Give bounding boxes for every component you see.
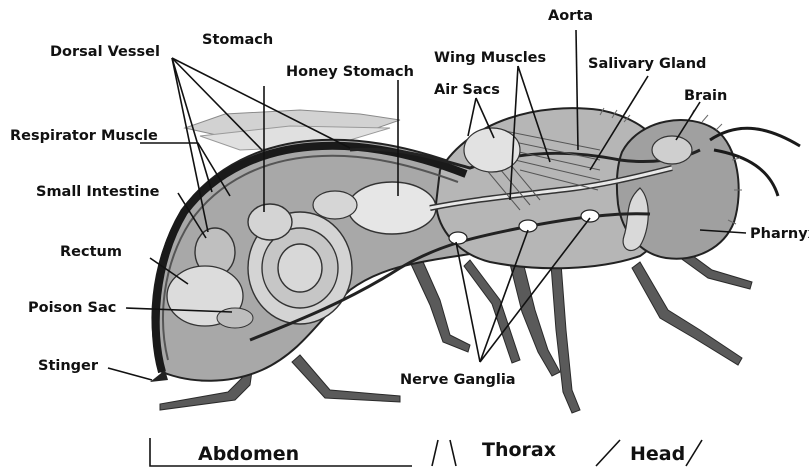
label-aorta: Aorta — [548, 8, 593, 24]
label-respirator-muscle: Respirator Muscle — [10, 128, 158, 144]
label-honey-stomach: Honey Stomach — [286, 64, 414, 80]
label-air-sacs: Air Sacs — [434, 82, 500, 98]
brain-organ — [652, 136, 692, 164]
label-stinger: Stinger — [38, 358, 99, 374]
label-dorsal-vessel: Dorsal Vessel — [50, 44, 160, 60]
bee-illustration — [150, 108, 800, 413]
label-stomach: Stomach — [202, 32, 273, 48]
label-rectum: Rectum — [60, 244, 122, 260]
honey-stomach-organ — [348, 182, 436, 234]
label-brain: Brain — [684, 88, 727, 104]
label-poison-sac: Poison Sac — [28, 300, 116, 316]
region-thorax: Thorax — [482, 439, 556, 461]
label-pharnyx: Pharnyx — [750, 226, 809, 242]
region-abdomen: Abdomen — [198, 443, 299, 465]
label-small-intestine: Small Intestine — [36, 184, 160, 200]
region-head: Head — [630, 443, 685, 465]
label-salivary-gland: Salivary Gland — [588, 56, 706, 72]
label-nerve-ganglia: Nerve Ganglia — [400, 372, 516, 388]
label-wing-muscles: Wing Muscles — [434, 50, 546, 66]
